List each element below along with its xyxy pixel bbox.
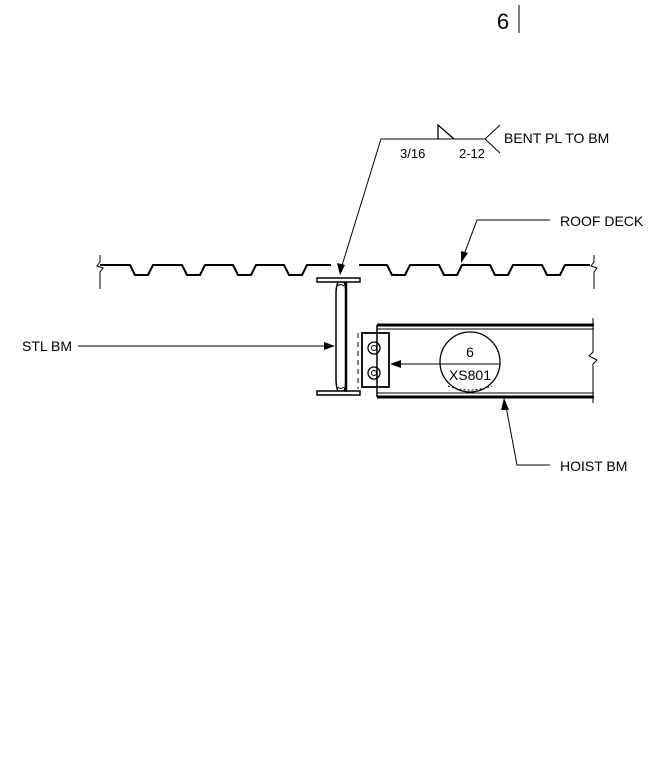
deck-break-right [590, 255, 598, 289]
bent-plate [344, 282, 390, 392]
deck-break-left [96, 255, 104, 289]
weld-callout: 3/16 2-12 BENT PL TO BM [337, 123, 609, 275]
hoist-beam-callout: HOIST BM [501, 398, 627, 474]
section-detail-number: 6 [466, 344, 474, 360]
hoist-beam [376, 318, 598, 403]
section-sheet-ref: XS801 [449, 367, 491, 383]
weld-leader-arrowhead [337, 263, 345, 275]
section-marker-arrowhead [390, 360, 401, 368]
hoist-beam-label: HOIST BM [560, 458, 627, 474]
fillet-weld-symbol [437, 123, 455, 140]
steel-beam-callout: STL BM [22, 338, 335, 354]
section-marker: 6 XS801 [390, 331, 501, 393]
steel-beam-label: STL BM [22, 338, 72, 354]
roof-deck-label: ROOF DECK [560, 213, 644, 229]
hoist-beam-break [588, 318, 598, 403]
roof-deck [96, 255, 598, 289]
weld-size-label: 3/16 [400, 146, 425, 161]
bolt-lower [367, 366, 381, 380]
detail-number: 6 [497, 9, 509, 34]
roof-deck-callout: ROOF DECK [461, 213, 644, 263]
weld-note-label: BENT PL TO BM [504, 130, 609, 146]
weld-length-label: 2-12 [459, 146, 485, 161]
steel-beam-section [316, 277, 361, 396]
bolt-upper [367, 341, 381, 355]
weld-tail [484, 124, 501, 154]
